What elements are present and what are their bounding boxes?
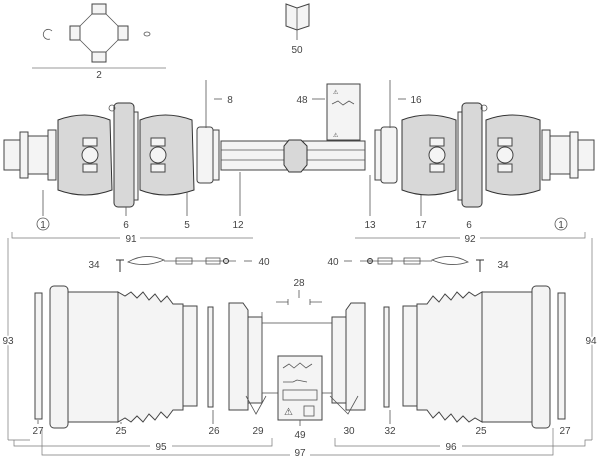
label-dim-right-half: 92 — [464, 234, 476, 245]
label-end-left: 1 — [40, 220, 46, 231]
label-chain-left: 40 — [258, 257, 270, 268]
bolts: 28 — [276, 278, 322, 305]
guard-left — [34, 285, 333, 429]
label-ring-right: 27 — [559, 426, 571, 437]
bearing-ring-left — [207, 306, 214, 408]
ring-left — [34, 292, 43, 420]
circlip-icon — [42, 28, 53, 40]
label-guard-left-total: 93 — [2, 336, 14, 347]
labels-row-bottom: 27 25 26 29 49 30 32 25 27 93 94 — [0, 334, 599, 441]
cross-kit: 2 — [32, 3, 166, 81]
label-guard-right-total: 94 — [585, 336, 597, 347]
label-screw-right: 34 — [497, 260, 509, 271]
label-bellows-right: 25 — [475, 426, 487, 437]
cross-cup-bottom — [91, 51, 107, 63]
label-end-right: 1 — [558, 220, 564, 231]
label-dim-guard-total: 97 — [294, 448, 306, 456]
cross-cup-left — [69, 25, 81, 41]
label-ring-left: 27 — [32, 426, 44, 437]
label-dim-guard-right: 96 — [445, 442, 457, 453]
shaft-assembly — [3, 102, 595, 208]
label-bearing-ring-right: 32 — [384, 426, 396, 437]
label-bearing-left: 8 — [227, 95, 233, 106]
label-decal-bottom: 49 — [294, 430, 306, 441]
cross-cup-top — [91, 3, 107, 15]
warning-icon: ⚠ — [333, 89, 339, 96]
label-yoke-left: 5 — [184, 220, 190, 231]
leader-lines-top: 8 ⚠ ⚠ 48 16 — [42, 80, 422, 216]
label-cone-left: 29 — [252, 426, 264, 437]
warning-icon: ⚠ — [284, 407, 293, 418]
label-dim-left-half: 91 — [125, 234, 137, 245]
label-manual: 50 — [291, 45, 303, 56]
warning-decal-bottom: ⚠ — [277, 355, 323, 421]
label-disc-right: 6 — [466, 220, 472, 231]
label-tube-inner: 13 — [364, 220, 376, 231]
cross-cup-right — [117, 25, 129, 41]
guard-right — [331, 285, 566, 429]
safety-chain-right: 40 34 — [327, 256, 509, 272]
label-decal-top: 48 — [296, 95, 308, 106]
leader-lines-bottom — [37, 395, 391, 426]
warning-decal-top — [326, 83, 361, 141]
cross-body — [79, 13, 119, 53]
label-kit: 2 — [96, 70, 102, 81]
label-disc-left: 6 — [123, 220, 129, 231]
label-cone-right: 30 — [343, 426, 355, 437]
label-bearing-right: 16 — [410, 95, 422, 106]
dimension-lines-top: 91 92 — [7, 232, 593, 440]
label-bolts: 28 — [293, 278, 305, 289]
manual-icon — [303, 405, 315, 417]
label-dim-guard-left: 95 — [155, 442, 167, 453]
grease-nipple-icon — [143, 31, 151, 37]
label-chain-right: 40 — [327, 257, 339, 268]
label-bellows-left: 25 — [115, 426, 127, 437]
label-bearing-ring-left: 26 — [208, 426, 220, 437]
label-yoke-right: 17 — [415, 220, 427, 231]
labels-row-top: 1 6 5 12 13 17 6 1 — [36, 217, 568, 231]
manual-icon: 50 — [285, 3, 310, 56]
bearing-ring-right — [383, 306, 390, 408]
label-tube-outer: 12 — [232, 220, 244, 231]
ring-right — [557, 292, 566, 420]
dimension-lines-bottom: 95 96 97 — [8, 428, 592, 456]
label-screw-left: 34 — [88, 260, 100, 271]
warning-icon: ⚠ — [333, 132, 339, 139]
safety-chain-left: 34 40 — [88, 256, 270, 272]
